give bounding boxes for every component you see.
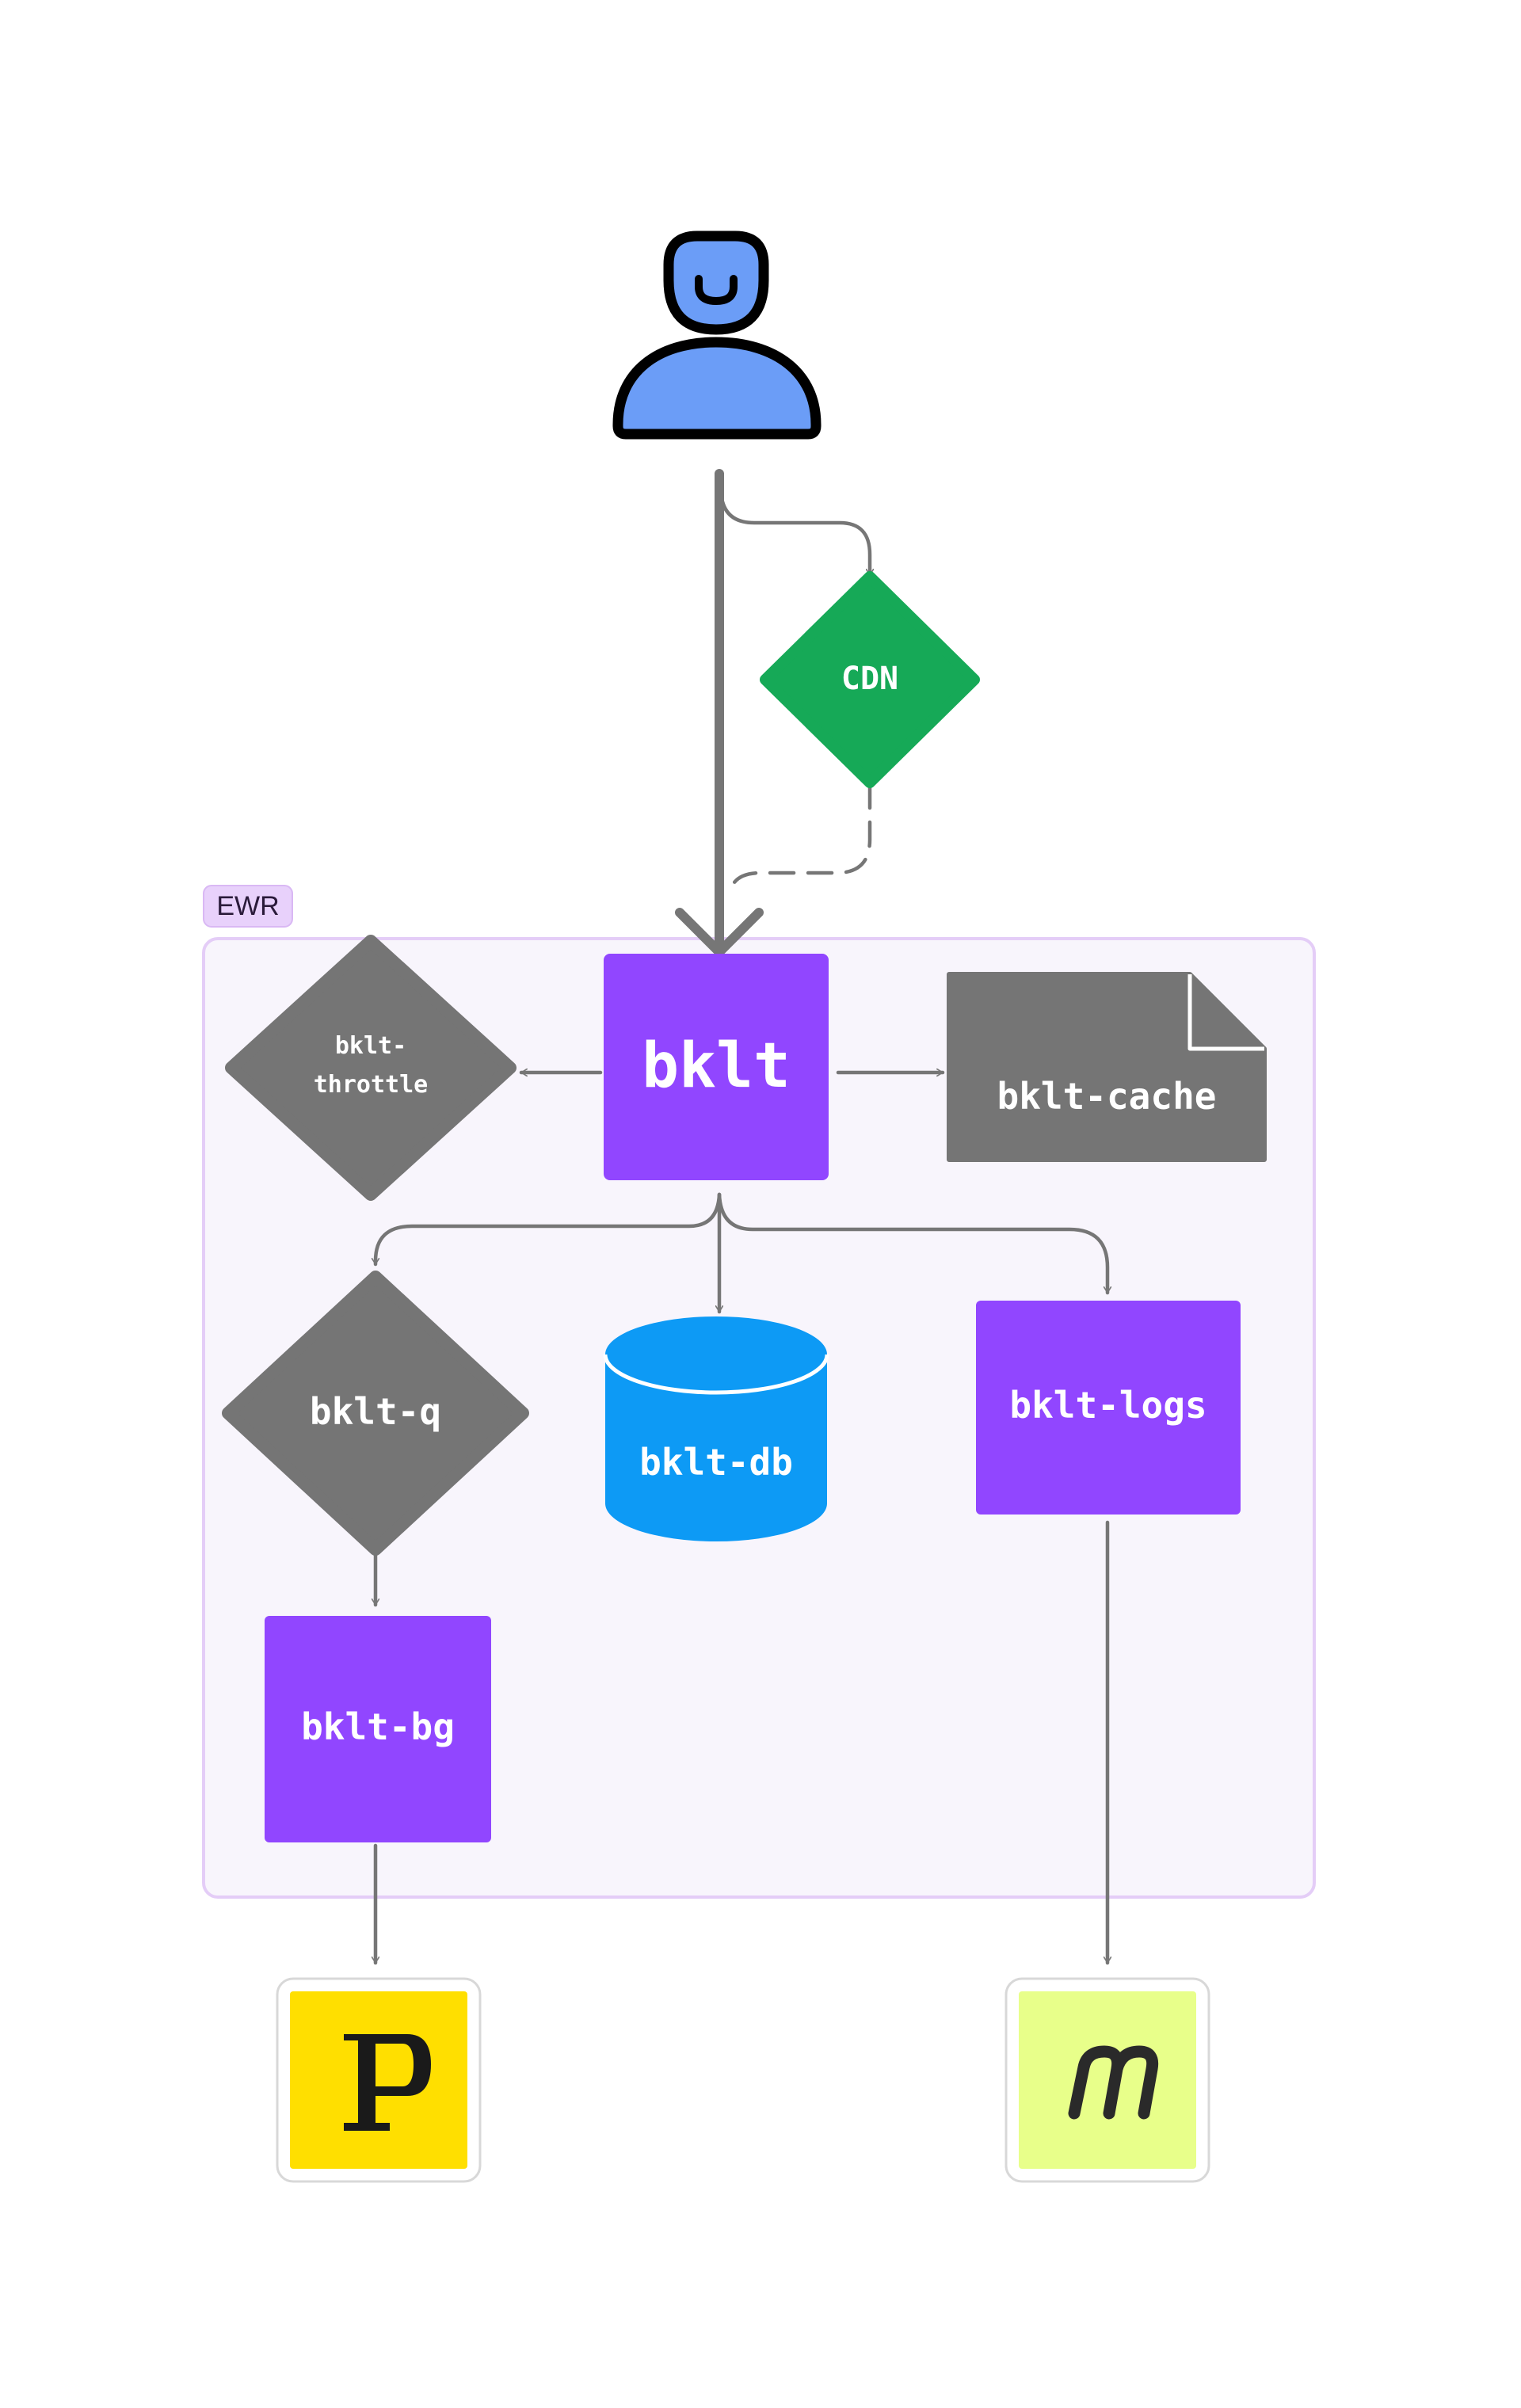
mezmo-logo-icon — [1004, 1977, 1210, 2183]
cache-node[interactable]: bklt-cache — [947, 972, 1267, 1162]
edge-bklt-to-queue — [375, 1192, 722, 1267]
papertrail-logo-icon — [276, 1977, 482, 2183]
throttle-node[interactable]: bklt- throttle — [225, 935, 517, 1201]
edge-bklt-to-logs — [717, 1192, 1107, 1295]
cdn-label: CDN — [841, 661, 898, 697]
throttle-label-line2: throttle — [314, 1071, 429, 1099]
edge-user-to-cdn — [719, 489, 870, 577]
logs-node[interactable]: bklt-logs — [976, 1301, 1241, 1515]
queue-label: bklt-q — [310, 1390, 441, 1433]
region-tag: EWR — [203, 885, 293, 928]
queue-node[interactable]: bklt-q — [222, 1271, 529, 1556]
bg-label: bklt-bg — [301, 1705, 455, 1748]
bg-node[interactable]: bklt-bg — [265, 1616, 491, 1842]
cdn-node[interactable]: CDN — [760, 571, 980, 788]
logs-label: bklt-logs — [1009, 1384, 1207, 1427]
region-label: EWR — [216, 891, 279, 921]
edge-user-to-bklt-arrowhead — [675, 908, 764, 957]
edges — [375, 469, 1107, 1965]
bklt-label: bklt — [642, 1031, 791, 1102]
bklt-node[interactable]: bklt — [604, 954, 829, 1180]
user-icon — [612, 231, 821, 440]
throttle-label-line1: bklt- — [335, 1032, 406, 1060]
db-node[interactable]: bklt-db — [603, 1316, 829, 1541]
db-label: bklt-db — [639, 1441, 793, 1484]
cache-label: bklt-cache — [997, 1075, 1217, 1118]
edge-cdn-to-bklt — [728, 782, 872, 893]
